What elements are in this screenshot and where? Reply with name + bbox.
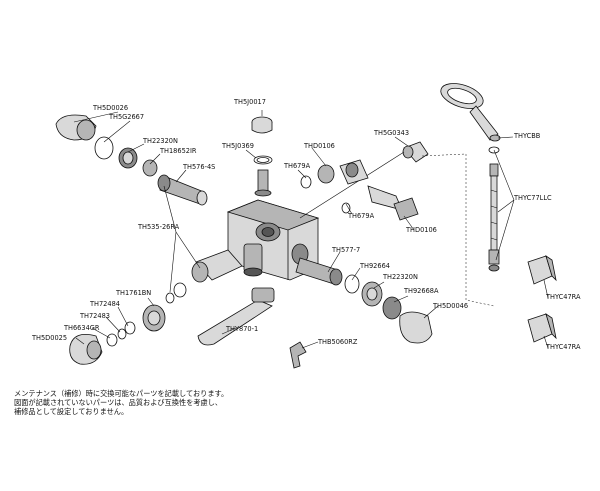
holder-part-bottom <box>527 313 557 343</box>
label-th576-4s: TH576-4S <box>182 163 215 171</box>
label-thb5060rz: THB5060RZ <box>317 338 358 346</box>
label-thd0106-top: THD0106 <box>303 142 335 150</box>
label-thd0106-mid: THD0106 <box>405 226 437 234</box>
label-th5j0017: TH5J0017 <box>233 98 266 106</box>
label-th5d0046: TH5D0046 <box>432 302 468 310</box>
label-th5j0369: TH5J0369 <box>221 142 254 150</box>
label-th5g0343: TH5G0343 <box>373 129 409 137</box>
left-cartridge-part <box>157 174 208 206</box>
label-th535-26ra: TH535-26RA <box>137 223 180 231</box>
label-th1761bn: TH1761BN <box>115 289 151 297</box>
bottom-left-parts <box>69 304 166 365</box>
maintenance-note-line-2: 図面が記載されていないパーツは、品質および互換性を考慮し、 <box>14 398 223 407</box>
label-thycbb: THYCBB <box>513 132 541 140</box>
label-th22320n-left: TH22320N <box>142 137 178 145</box>
label-th72483: TH72483 <box>79 312 110 320</box>
right-cartridge-part <box>295 257 433 344</box>
upper-right-fittings <box>300 159 419 221</box>
label-th92664: TH92664 <box>359 262 390 270</box>
maintenance-note-line-3: 補修品として設定しておりません。 <box>14 407 129 416</box>
left-lower-cartridge-part <box>165 249 243 304</box>
label-th5d0025: TH5D0025 <box>31 334 67 342</box>
label-th679a-mid: TH679A <box>347 212 375 220</box>
valve-body <box>226 199 320 281</box>
label-thy870-1: THY870-1 <box>225 325 258 333</box>
holder-part-top <box>527 255 557 285</box>
hand-shower-part <box>440 83 501 142</box>
label-thyc47ra-bottom: THYC47RA <box>545 343 581 351</box>
left-ring-parts <box>94 136 158 177</box>
label-th5d0026-top: TH5D0026 <box>92 104 128 112</box>
spout-part <box>197 287 275 346</box>
label-th18652ir: TH18652IR <box>159 147 197 155</box>
left-handle-part <box>55 114 97 141</box>
label-thyc77llc: THYC77LLC <box>513 194 552 202</box>
label-th92668a: TH92668A <box>403 287 439 295</box>
dashed-connection <box>421 153 495 307</box>
top-cap-part <box>251 116 273 197</box>
maintenance-note-line-1: メンテナンス（補修）時に交換可能なパーツを記載しております。 <box>14 389 229 398</box>
label-thyc47ra-top: THYC47RA <box>545 293 581 301</box>
label-th22320n-right: TH22320N <box>382 273 418 281</box>
elbow-fitting-part <box>299 141 429 219</box>
label-th6634gr: TH6634GR <box>63 324 100 332</box>
label-th5g2667: TH5G2667 <box>108 113 144 121</box>
hose-part <box>488 146 500 272</box>
label-th72484: TH72484 <box>89 300 120 308</box>
key-part <box>289 341 307 369</box>
leader-lines <box>73 110 549 349</box>
label-th679a-top: TH679A <box>283 162 311 170</box>
label-th577-7: TH577-7 <box>331 246 360 254</box>
